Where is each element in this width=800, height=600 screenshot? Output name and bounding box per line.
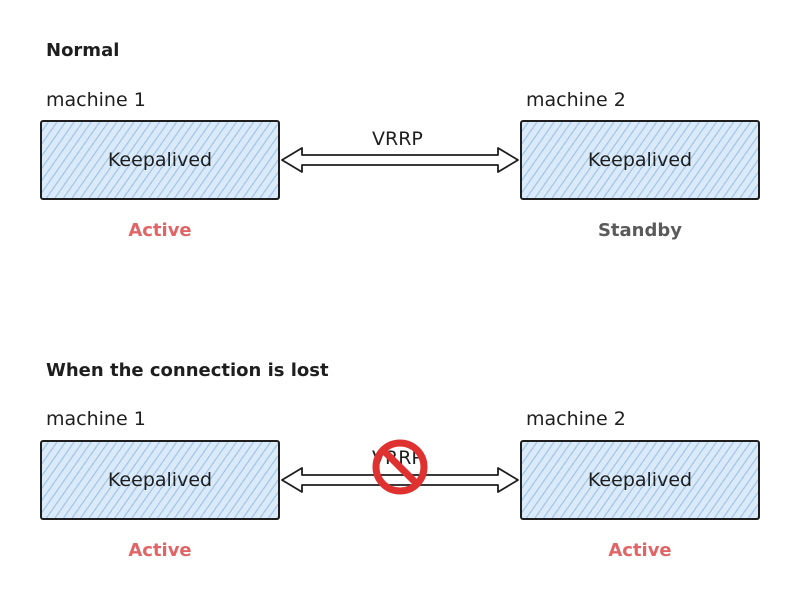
keepalived-label: Keepalived (107, 469, 213, 491)
prohibited-icon (372, 439, 428, 495)
keepalived-box-machine-1: Keepalived (40, 120, 280, 200)
machine-2-label: machine 2 (526, 408, 626, 430)
machine-2-label: machine 2 (526, 89, 626, 111)
keepalived-box-machine-2: Keepalived (520, 440, 760, 520)
state-active: Active (128, 220, 192, 241)
keepalived-label: Keepalived (107, 149, 213, 171)
keepalived-box-machine-2: Keepalived (520, 120, 760, 200)
state-active: Active (608, 540, 672, 561)
machine-1-label: machine 1 (46, 89, 146, 111)
vrrp-double-arrow (281, 147, 519, 173)
vrrp-double-arrow-broken (281, 467, 519, 493)
state-active: Active (128, 540, 192, 561)
vrrp-link-label: VRRP (372, 128, 423, 150)
section-heading-normal: Normal (46, 40, 120, 61)
section-heading-connection-lost: When the connection is lost (46, 360, 329, 381)
keepalived-box-machine-1: Keepalived (40, 440, 280, 520)
keepalived-label: Keepalived (587, 469, 693, 491)
machine-1-label: machine 1 (46, 408, 146, 430)
keepalived-label: Keepalived (587, 149, 693, 171)
state-standby: Standby (597, 220, 683, 241)
